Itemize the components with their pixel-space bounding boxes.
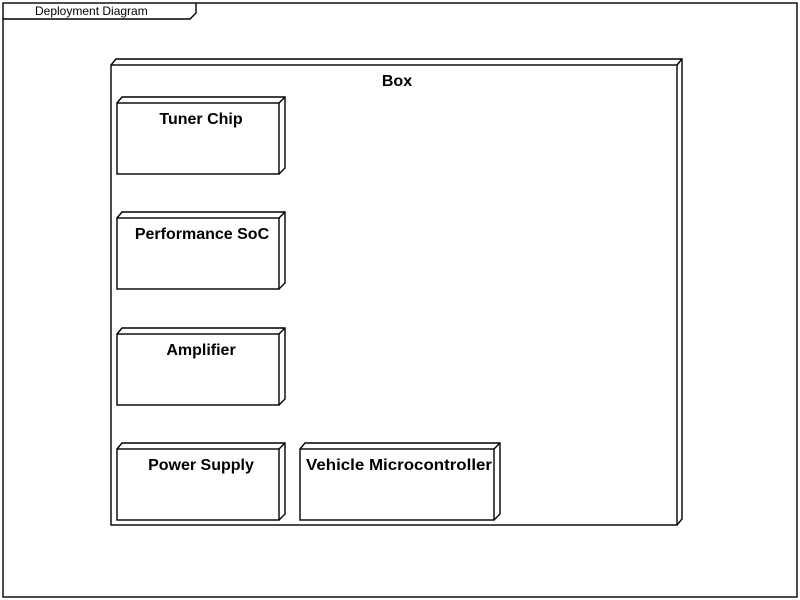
node-depth-corner [278, 327, 286, 335]
frame-title: Deployment Diagram [35, 4, 148, 18]
node-title: Power Supply [148, 457, 254, 474]
node-title: Vehicle Microcontroller [306, 457, 492, 474]
node-title: Tuner Chip [159, 111, 242, 128]
node-face [116, 333, 280, 406]
node-depth-corner [278, 211, 286, 219]
node-face [116, 102, 280, 175]
node-face [116, 448, 280, 521]
node-title: Performance SoC [135, 226, 270, 243]
container-node-depth-corner [676, 58, 683, 66]
node-depth-corner [493, 442, 501, 450]
node-performance-soc[interactable]: Performance SoC [116, 211, 286, 290]
node-vehicle-microcontroller[interactable]: Vehicle Microcontroller [299, 442, 501, 521]
node-depth-corner [278, 96, 286, 104]
node-depth-corner [278, 442, 286, 450]
frame-title-tab [3, 3, 197, 20]
node-amplifier[interactable]: Amplifier [116, 327, 286, 406]
node-power-supply[interactable]: Power Supply [116, 442, 286, 521]
node-title: Amplifier [166, 342, 235, 359]
node-face [299, 448, 495, 521]
container-node-title: Box [382, 73, 412, 90]
node-tuner-chip[interactable]: Tuner Chip [116, 96, 286, 175]
node-face [116, 217, 280, 290]
